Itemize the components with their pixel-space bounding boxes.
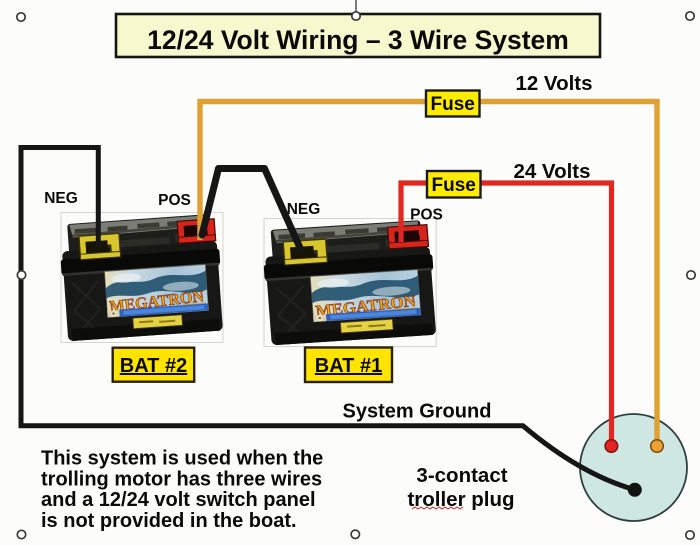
- svg-text:POS: POS: [158, 192, 191, 209]
- svg-text:troller plug: troller plug: [407, 488, 514, 511]
- svg-text:BAT #1: BAT #1: [315, 355, 382, 377]
- svg-text:is not provided in the boat.: is not provided in the boat.: [41, 510, 297, 532]
- svg-text:24 Volts: 24 Volts: [513, 160, 590, 183]
- svg-text:This system is used when the: This system is used when the: [41, 448, 323, 470]
- svg-text:NEG: NEG: [44, 190, 78, 207]
- svg-text:3-contact: 3-contact: [416, 464, 507, 487]
- svg-text:and a 12/24 volt switch panel: and a 12/24 volt switch panel: [41, 489, 316, 511]
- svg-text:Fuse: Fuse: [431, 94, 475, 115]
- svg-text:System Ground: System Ground: [343, 401, 492, 423]
- svg-text:trolling motor has three wires: trolling motor has three wires: [41, 468, 322, 490]
- svg-text:12 Volts: 12 Volts: [515, 72, 592, 95]
- svg-text:NEG: NEG: [287, 201, 321, 218]
- svg-text:Fuse: Fuse: [432, 175, 476, 196]
- svg-text:BAT #2: BAT #2: [120, 355, 187, 377]
- svg-text:12/24 Volt Wiring – 3 Wire Sys: 12/24 Volt Wiring – 3 Wire System: [147, 25, 569, 55]
- svg-text:POS: POS: [410, 207, 443, 224]
